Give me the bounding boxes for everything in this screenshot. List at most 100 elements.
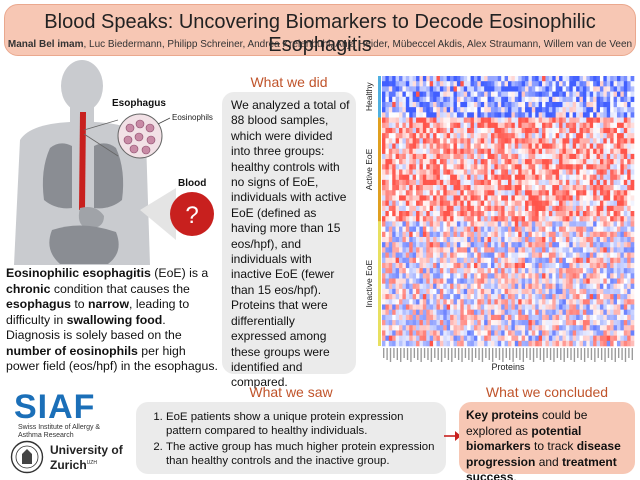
heatmap-cell [382,309,386,316]
heatmap-cell [572,304,577,310]
heatmap-cell [460,159,465,165]
heatmap-cell [538,117,543,124]
heatmap-cell [616,133,621,139]
heatmap-cell [603,138,608,144]
heatmap-cell [456,91,461,98]
heatmap-cell [511,127,516,134]
heatmap-cell [552,112,556,118]
heatmap-cell [528,320,533,326]
heatmap-cell [623,314,628,321]
heatmap-cell [616,257,621,264]
heatmap-cell [555,268,560,274]
heatmap-cell [470,169,475,175]
heatmap-cell [603,294,608,300]
heatmap-cell [429,252,434,259]
heatmap-cell [514,330,519,336]
heatmap-cell [453,127,458,134]
heatmap-cell [385,226,390,233]
heatmap-cell [494,294,499,300]
heatmap-cell [484,231,488,238]
heatmap-cell [436,133,441,139]
heatmap-cell [433,185,437,191]
heatmap-cell [494,169,499,175]
heatmap-cell [460,330,465,336]
heatmap-cell [596,314,601,321]
heatmap-cell [419,236,424,243]
heatmap-cell [620,299,625,305]
heatmap-cell [525,257,529,264]
heatmap-cell [412,174,417,181]
heatmap-cell [535,273,539,279]
heatmap-cell [402,257,407,264]
heatmap-cell [497,174,502,181]
heatmap-cell [382,138,386,144]
heatmap-cell [402,185,407,191]
heatmap-cell [456,122,461,129]
uzh-line: Zurich [50,458,87,472]
heatmap-cell [572,179,577,186]
heatmap-cell [555,257,560,264]
heatmap-cell [416,122,420,129]
heatmap-cell [426,314,430,321]
heatmap-cell [623,86,628,92]
heatmap-cell [443,221,448,227]
heatmap-cell [433,148,437,155]
heatmap-cell [620,252,625,259]
heatmap-cell [630,91,635,98]
heatmap-cell [416,96,420,103]
heatmap-cell [514,273,519,279]
heatmap-cell [501,138,505,144]
heatmap-cell [395,242,400,248]
heatmap-cell [402,231,407,238]
heatmap-cell [569,304,574,310]
heatmap-cell [528,153,533,160]
heatmap-cell [385,195,390,201]
heatmap-cell [508,294,512,300]
heatmap-cell [487,127,492,134]
heatmap-cell [620,226,625,233]
heatmap-cell [623,138,628,144]
heatmap-cell [497,148,502,155]
heatmap-cell [576,91,580,98]
heatmap-cell [531,169,536,175]
heatmap-cell [552,283,556,290]
heatmap-cell [382,211,386,217]
heatmap-cell [392,211,396,217]
heatmap-cell [576,231,580,238]
heatmap-cell [545,299,550,305]
heatmap-cell [436,236,441,243]
heatmap-cell [555,91,560,98]
heatmap-cell [443,174,448,181]
heatmap-cell [497,288,502,295]
heatmap-cell [565,330,570,336]
heatmap-cell [419,309,424,316]
heatmap-cell [494,91,499,98]
heatmap-cell [446,91,451,98]
heatmap-cell [412,143,417,149]
heatmap-cell [508,169,512,175]
heatmap-cell [446,268,451,274]
heatmap-cell [521,190,526,196]
heatmap-cell [399,86,403,92]
heatmap-cell [514,278,519,284]
heatmap-cell [450,112,454,118]
heatmap-cell [627,283,631,290]
heatmap-cell [480,330,485,336]
heatmap-cell [593,117,597,124]
heatmap-cell [467,320,471,326]
heatmap-cell [606,205,611,212]
heatmap-cell [494,330,499,336]
heatmap-cell [480,159,485,165]
heatmap-cell [511,330,516,336]
heatmap-cell [586,340,591,347]
intro-text: . Diagnosis is solely based on the [6,312,182,343]
heatmap-cell [569,185,574,191]
heatmap-cell [392,164,396,170]
heatmap-cell [542,304,546,310]
heatmap-cell [525,211,529,217]
heatmap-cell [582,112,587,118]
heatmap-cell [470,340,475,347]
heatmap-cell [562,299,567,305]
heatmap-cell [562,159,567,165]
heatmap-cell [535,309,539,316]
